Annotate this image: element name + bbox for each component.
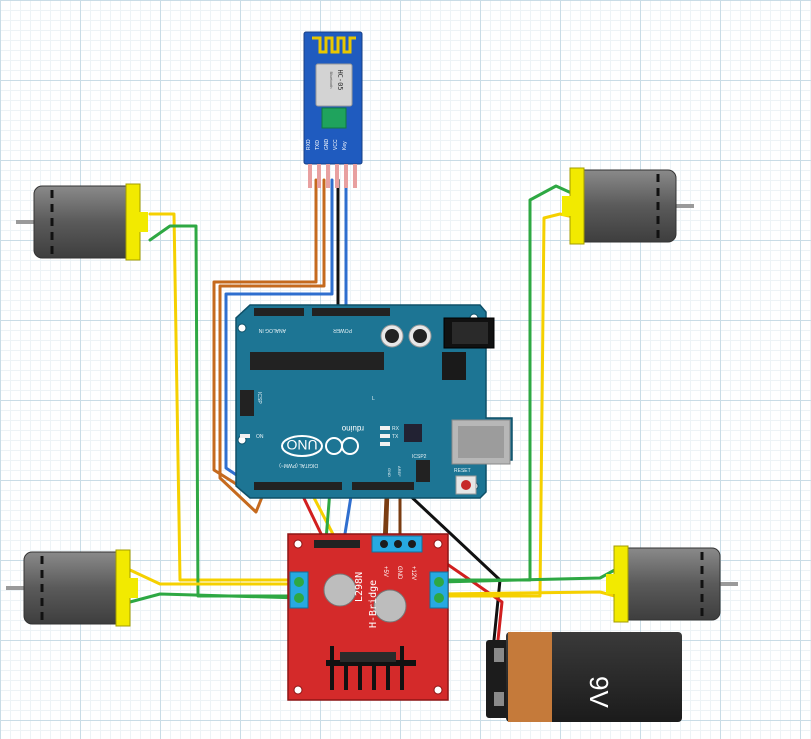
- wire-lb-motor-a: [128, 568, 302, 586]
- arduino-label-rx: RX: [392, 426, 400, 432]
- bluetooth-pin: [326, 164, 330, 188]
- driver-board: [287, 533, 449, 701]
- bluetooth-pin-label: TXD: [315, 140, 321, 150]
- arduino-label-on: ON: [256, 434, 264, 440]
- battery-label: 9V: [584, 676, 614, 708]
- arduino-uno: ANALOG IN POWER ICSP ICSP2 ON TX RX L: [235, 304, 513, 499]
- l298n-driver: +5V GND +12V L298N H-Bridge: [287, 533, 449, 701]
- bluetooth-caption: Bluetooth: [329, 72, 334, 89]
- driver-terminal-5v: +5V: [382, 566, 388, 577]
- antenna-trace: [312, 36, 356, 54]
- arduino-label-reset: RESET: [454, 468, 471, 474]
- bluetooth-model: HC-05: [336, 69, 344, 90]
- arduino-brand: rduino: [341, 424, 364, 433]
- bluetooth-pin-label: RXD: [306, 139, 312, 150]
- arduino-label-icsp: ICSP: [256, 392, 262, 404]
- arduino-label-aref: AREF: [397, 466, 402, 477]
- arduino-model: UNO: [286, 437, 317, 453]
- bluetooth-pin-label: VCC: [333, 139, 339, 150]
- bluetooth-pin: [308, 164, 312, 188]
- bluetooth-pin-label: GND: [324, 139, 330, 151]
- arduino-label-analog: ANALOG IN: [258, 327, 286, 333]
- driver-terminal-12v: +12V: [410, 566, 416, 580]
- motor-left-top: [16, 183, 148, 261]
- driver-subtitle: H-Bridge: [368, 580, 379, 628]
- wire-bt-txd: [218, 178, 326, 514]
- wire-lt-motor-a: [148, 212, 302, 582]
- arduino-label-tx: TX: [392, 434, 399, 440]
- arduino-label-icsp2: ICSP2: [412, 454, 427, 460]
- bluetooth-pin: [344, 164, 348, 188]
- motors: [6, 167, 738, 627]
- bluetooth-pin: [317, 164, 321, 188]
- battery-9v: 9V: [486, 632, 682, 722]
- bluetooth-pin-label: Key: [342, 141, 348, 150]
- arduino-label-power: POWER: [333, 327, 352, 333]
- arduino-label-gnd: GND: [387, 468, 392, 477]
- heatsink: [326, 646, 416, 690]
- motor-right-bottom: [606, 545, 738, 623]
- bluetooth-pin: [335, 164, 339, 188]
- bluetooth-pin: [353, 164, 357, 188]
- motor-left-bottom: [6, 549, 138, 627]
- bluetooth-pin-label: State: [297, 138, 303, 150]
- driver-terminal-gnd: GND: [396, 566, 402, 580]
- motor-right-top: [562, 167, 694, 245]
- wire-lb-motor-b: [128, 592, 302, 604]
- driver-title: L298N: [354, 572, 365, 602]
- arduino-label-digital: DIGITAL (PWM~): [279, 462, 318, 468]
- arduino-label-l: L: [372, 396, 375, 402]
